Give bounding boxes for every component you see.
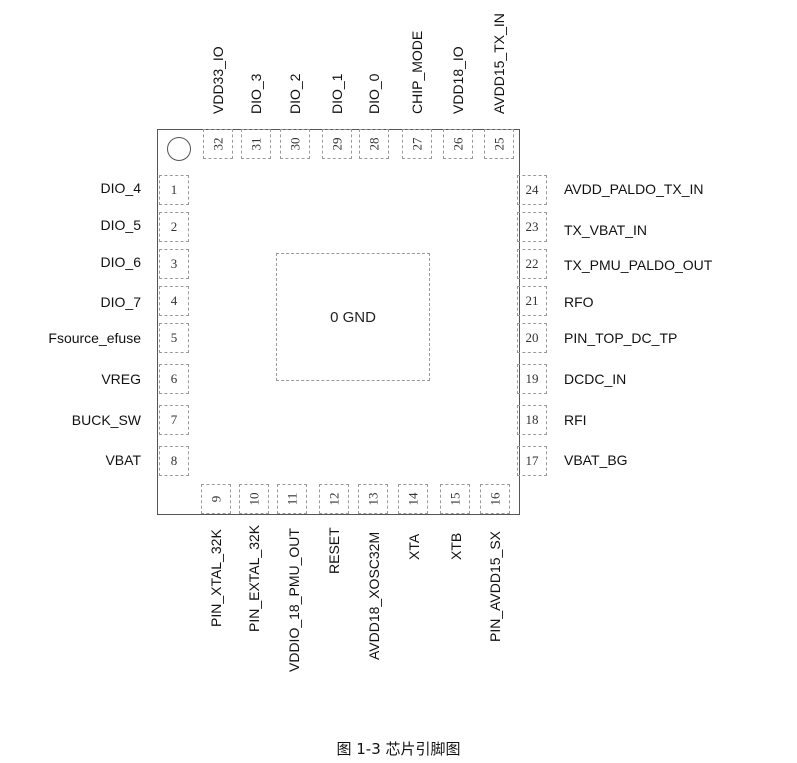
pin-label: DCDC_IN — [564, 371, 627, 387]
pin-pad: 26 — [443, 129, 473, 159]
ground-pad-label: 0 GND — [330, 308, 376, 326]
pin-label: DIO_7 — [100, 294, 141, 310]
pin-pad: 29 — [322, 129, 352, 159]
pin-label: VREG — [101, 371, 141, 387]
pin-pad: 18 — [517, 405, 547, 435]
pin-label: PIN_EXTAL_32K — [246, 524, 262, 632]
pin-pad: 2 — [159, 212, 189, 242]
pin-label: VBAT — [105, 452, 141, 468]
pin-label: RFO — [564, 294, 594, 310]
pin1-marker-dot — [167, 137, 191, 161]
pin-label: PIN_XTAL_32K — [208, 529, 224, 627]
pin-pad: 4 — [159, 286, 189, 316]
pin-pad: 7 — [159, 405, 189, 435]
pin-pad: 14 — [398, 484, 428, 514]
pin-pad: 23 — [517, 212, 547, 242]
pin-pad: 1 — [159, 175, 189, 205]
pin-label: DIO_3 — [248, 73, 264, 114]
pin-label: AVDD_PALDO_TX_IN — [564, 181, 704, 197]
figure-caption: 图 1-3 芯片引脚图 — [336, 740, 461, 758]
pin-label: PIN_TOP_DC_TP — [564, 330, 678, 346]
pin-label: RESET — [326, 527, 342, 574]
pin-pad: 3 — [159, 249, 189, 279]
pin-pad: 11 — [277, 484, 307, 514]
pin-label: DIO_4 — [100, 180, 141, 196]
pin-pad: 25 — [484, 129, 514, 159]
pin-pad: 21 — [517, 286, 547, 316]
pin-label: DIO_5 — [100, 217, 141, 233]
pin-label: DIO_6 — [100, 254, 141, 270]
pin-pad: 20 — [517, 323, 547, 353]
pin-pad: 31 — [241, 129, 271, 159]
pin-label: DIO_0 — [366, 73, 382, 114]
pin-label: TX_PMU_PALDO_OUT — [564, 257, 713, 273]
pin-pad: 13 — [358, 484, 388, 514]
pin-label: RFI — [564, 412, 587, 428]
pin-label: PIN_AVDD15_SX — [487, 530, 503, 642]
pin-label: BUCK_SW — [71, 412, 141, 428]
pin-label: DIO_1 — [329, 73, 345, 114]
pin-label: VDD18_IO — [450, 46, 466, 114]
pin-pad: 19 — [517, 364, 547, 394]
pin-pad: 8 — [159, 446, 189, 476]
pin-pad: 22 — [517, 249, 547, 279]
pin-label: AVDD18_XOSC32M — [366, 531, 382, 660]
pin-label: TX_VBAT_IN — [564, 222, 647, 238]
pin-label: AVDD15_TX_IN — [491, 13, 507, 114]
pin-pad: 9 — [201, 484, 231, 514]
pin-label: VDDIO_18_PMU_OUT — [286, 528, 302, 672]
pin-pad: 30 — [280, 129, 310, 159]
ground-pad: 0 GND — [276, 253, 430, 381]
pin-pad: 12 — [319, 484, 349, 514]
pin-label: XTA — [406, 533, 422, 560]
pin-pad: 15 — [440, 484, 470, 514]
chip-package — [157, 129, 520, 515]
pin-pad: 28 — [359, 129, 389, 159]
pin-pad: 16 — [480, 484, 510, 514]
pin-pad: 10 — [239, 484, 269, 514]
pin-label: CHIP_MODE — [409, 30, 425, 114]
pin-pad: 6 — [159, 364, 189, 394]
pin-label: XTB — [448, 532, 464, 560]
pin-label: VDD33_IO — [210, 46, 226, 114]
pin-pad: 27 — [402, 129, 432, 159]
pin-pad: 17 — [517, 446, 547, 476]
pin-label: VBAT_BG — [564, 452, 628, 468]
pin-pad: 32 — [203, 129, 233, 159]
pin-label: Fsource_efuse — [48, 330, 141, 346]
pin-label: DIO_2 — [287, 73, 303, 114]
pin-pad: 24 — [517, 175, 547, 205]
pin-pad: 5 — [159, 323, 189, 353]
